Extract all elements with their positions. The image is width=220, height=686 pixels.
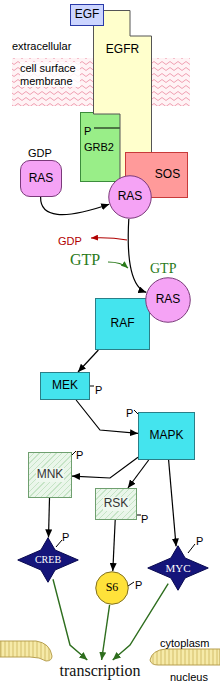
adaptor-box: GRB2 bbox=[80, 112, 126, 182]
transcription-factor-star-fill bbox=[18, 538, 79, 583]
region-label: cell surface membrane bbox=[20, 62, 80, 87]
nucleotide-label: GDP bbox=[28, 147, 52, 160]
phospho-tick bbox=[137, 515, 141, 516]
phospho-tick bbox=[128, 582, 134, 586]
nucleotide-label-holder: GTP bbox=[70, 251, 100, 269]
nucleotide-label: GDP bbox=[58, 235, 82, 248]
activation-arrow bbox=[78, 350, 98, 372]
phospho-label-holder: P bbox=[196, 531, 203, 549]
node-text: EGF bbox=[75, 8, 100, 22]
node-text: RAS bbox=[29, 172, 54, 186]
node-text: MYC bbox=[165, 562, 190, 575]
nucleotide-label-holder: GTP bbox=[150, 259, 176, 277]
gtpase-box: RAS bbox=[20, 160, 62, 197]
activation-arrow bbox=[169, 460, 177, 546]
kinase-box: MEK bbox=[40, 372, 90, 400]
phospho-label: P bbox=[141, 513, 148, 526]
node-text: S6 bbox=[106, 581, 119, 595]
node-text: SOS bbox=[155, 168, 180, 182]
region-label-holder: cytoplasm bbox=[160, 633, 210, 651]
phospho-label-holder: P bbox=[135, 575, 142, 593]
nuclear-envelope bbox=[0, 641, 52, 661]
node-text: CREB bbox=[35, 554, 61, 566]
activation-arrow bbox=[102, 605, 110, 660]
region-label: nucleus bbox=[170, 671, 208, 684]
phospho-tick bbox=[72, 451, 76, 455]
phospho-label-holder: P bbox=[141, 509, 148, 527]
gdp-release-arrow bbox=[91, 238, 127, 240]
node-text: MAPK bbox=[149, 429, 183, 443]
phospho-label-holder: P bbox=[95, 380, 102, 398]
gtp-binding-arrow bbox=[108, 262, 128, 268]
phospho-label-holder: P bbox=[126, 403, 133, 421]
phospho-label: P bbox=[84, 125, 91, 138]
nucleotide-label-holder: GDP bbox=[28, 143, 52, 161]
node-text: RAF bbox=[111, 317, 135, 331]
kinase-box: RAF bbox=[95, 298, 150, 350]
activation-arrow bbox=[53, 579, 87, 660]
activation-arrow bbox=[41, 197, 110, 215]
activation-arrow bbox=[113, 520, 115, 571]
gtpase-circle: RAS bbox=[108, 175, 152, 219]
activation-arrow bbox=[76, 400, 138, 433]
ribosomal-protein-circle-fill bbox=[96, 572, 129, 605]
phospho-label: P bbox=[95, 384, 102, 397]
node-text: RSK bbox=[103, 497, 130, 511]
phospho-tick bbox=[188, 544, 195, 553]
nucleotide-label: GTP bbox=[150, 261, 176, 277]
phospho-label: P bbox=[62, 531, 69, 544]
phospho-label: P bbox=[196, 535, 203, 548]
node-text: GRB2 bbox=[84, 141, 114, 154]
phospho-tick bbox=[56, 540, 62, 547]
node-text: RAS bbox=[118, 190, 143, 204]
gtpase-circle-fill bbox=[109, 176, 152, 219]
phospho-label-holder: P bbox=[84, 121, 91, 139]
region-label: cytoplasm bbox=[160, 637, 210, 650]
phospho-tick bbox=[90, 386, 94, 387]
region-label-holder: nucleus bbox=[170, 667, 208, 685]
phospho-label-holder: P bbox=[62, 527, 69, 545]
node-text: RAS bbox=[156, 293, 181, 307]
nucleotide-label-holder: GDP bbox=[58, 231, 82, 249]
node-text: MNK bbox=[36, 468, 65, 482]
node-text: MEK bbox=[52, 379, 78, 393]
phospho-label: P bbox=[135, 579, 142, 592]
activation-arrow bbox=[128, 219, 146, 292]
transcription-factor-star-fill bbox=[148, 546, 209, 591]
nuclear-envelope bbox=[150, 649, 220, 665]
nucleotide-label: GTP bbox=[70, 251, 100, 269]
region-label: extracellular bbox=[12, 40, 71, 53]
activation-arrow bbox=[49, 498, 50, 537]
region-label-holder: cell surface membrane bbox=[20, 62, 80, 89]
node-text: EGFR bbox=[106, 43, 139, 57]
phospho-label-holder: P bbox=[76, 445, 83, 463]
phospho-label: P bbox=[126, 407, 133, 420]
activation-arrow bbox=[128, 460, 149, 488]
region-label-holder: extracellular bbox=[12, 36, 71, 54]
phospho-tick bbox=[94, 128, 121, 129]
gtpase-circle: RAS bbox=[145, 277, 191, 323]
gtpase-circle-fill bbox=[146, 278, 191, 323]
ribosomal-protein-circle: S6 bbox=[95, 571, 129, 605]
kinase-box: RSK bbox=[95, 488, 137, 520]
kinase-box: MAPK bbox=[138, 412, 195, 460]
node-text: transcription bbox=[60, 662, 141, 680]
transcription-factor-star: MYC bbox=[147, 545, 209, 591]
kinase-box: MNK bbox=[28, 452, 72, 498]
transcription-factor-star: CREB bbox=[17, 537, 79, 583]
process-label: transcription bbox=[50, 660, 150, 682]
ligand-box: EGF bbox=[70, 4, 104, 26]
phospho-label: P bbox=[76, 449, 83, 462]
